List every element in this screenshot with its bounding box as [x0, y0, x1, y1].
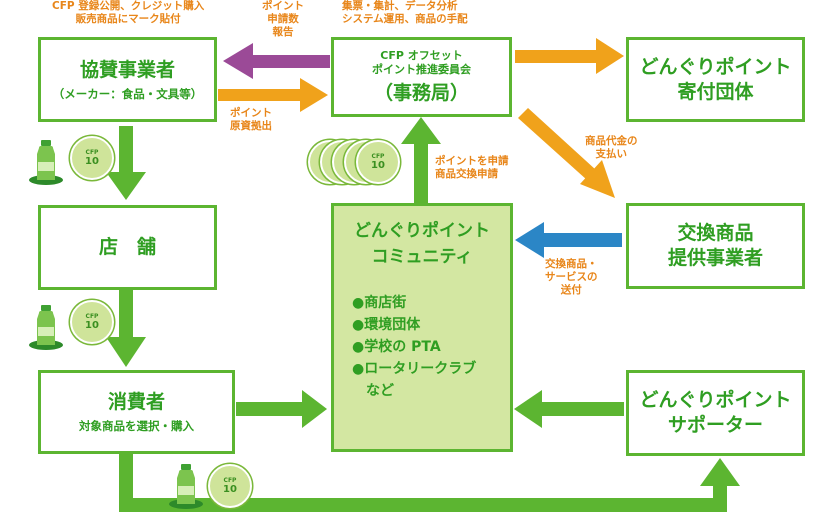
delivery-label: 交換商品・ サービスの 送付	[545, 258, 598, 297]
committee-line3: （事務局）	[373, 81, 469, 104]
store-title: 店 舗	[98, 236, 156, 258]
donation-arrow	[515, 38, 624, 74]
consumer-community-arrow	[236, 390, 327, 428]
donation-line1: どんぐりポイント	[639, 55, 792, 78]
committee-line2: ポイント推進委員会	[372, 62, 471, 76]
bottle-icon	[29, 305, 63, 350]
exchange-box: 交換商品 提供事業者	[626, 203, 805, 289]
report-label-line3: 報告	[272, 26, 294, 38]
consumer-box: 消費者 対象商品を選択・購入	[38, 370, 235, 454]
top-left-label: CFP 登録公開、クレジット購入 販売商品にマーク貼付	[52, 0, 204, 26]
point-badge-icon: CFP 10	[356, 140, 400, 184]
fund-label: ポイント 原資拠出	[230, 107, 272, 133]
apply-label-line1: ポイントを申請	[435, 155, 509, 167]
store-box: 店 舗	[38, 205, 217, 290]
badge-cfp: CFP	[85, 149, 99, 156]
report-label: ポイント 申請数 報告	[262, 0, 304, 39]
supporter-line1: どんぐりポイント	[639, 389, 792, 411]
fund-label-line2: 原資拠出	[230, 120, 272, 132]
top-mid-label: 集票・集計、データ分析 システム運用、商品の手配	[342, 0, 468, 26]
top-mid-label-line2: システム運用、商品の手配	[342, 13, 468, 25]
report-arrow	[223, 43, 330, 79]
community-item: ●環境団体	[352, 317, 421, 333]
point-badge-icon: CFP 10	[70, 300, 114, 344]
payment-label-line2: 支払い	[595, 148, 628, 160]
badge-num: 10	[85, 156, 99, 167]
badge-num: 10	[371, 160, 385, 171]
top-left-label-line2: 販売商品にマーク貼付	[75, 13, 181, 25]
apply-label: ポイントを申請 商品交換申請	[435, 155, 509, 181]
committee-box: CFP オフセット ポイント推進委員会 （事務局）	[331, 37, 512, 117]
report-label-line2: 申請数	[267, 13, 299, 25]
payment-label-line1: 商品代金の	[585, 135, 638, 147]
apply-label-line2: 商品交換申請	[435, 168, 498, 180]
fund-label-line1: ポイント	[230, 107, 272, 119]
consumer-subtitle: 対象商品を選択・購入	[79, 419, 194, 433]
sponsor-title: 協賛事業者	[79, 58, 175, 81]
badge-num: 10	[223, 484, 237, 495]
consumer-supporter-arrow	[119, 454, 740, 512]
badge-num: 10	[85, 320, 99, 331]
report-label-line1: ポイント	[262, 0, 304, 12]
committee-line1: CFP オフセット	[380, 48, 463, 62]
community-item: ●商店街	[352, 295, 407, 311]
supporter-line2: サポーター	[667, 414, 763, 436]
sponsor-subtitle: （メーカー：食品・文具等）	[52, 86, 203, 101]
payment-label: 商品代金の 支払い	[585, 135, 638, 161]
apply-arrow	[401, 117, 441, 204]
community-title-line2: コミュニティ	[371, 247, 473, 267]
payment-arrow	[518, 108, 615, 198]
community-title-line1: どんぐりポイント	[354, 221, 490, 241]
point-badge-icon: CFP 10	[208, 464, 252, 508]
badge-cfp: CFP	[223, 477, 237, 484]
sponsor-store-arrow	[106, 126, 146, 200]
badge-cfp: CFP	[85, 313, 99, 320]
exchange-line2: 提供事業者	[667, 247, 763, 269]
delivery-label-line3: 送付	[560, 284, 582, 296]
supporter-box: どんぐりポイント サポーター	[626, 370, 805, 456]
community-item: ●学校の PTA	[352, 339, 441, 355]
fund-arrow	[218, 78, 328, 112]
exchange-line1: 交換商品	[677, 222, 754, 244]
delivery-arrow	[515, 222, 622, 258]
top-mid-label-line1: 集票・集計、データ分析	[342, 0, 458, 12]
community-item: など	[352, 383, 394, 399]
community-list: ●商店街 ●環境団体 ●学校の PTA ●ロータリークラブ など	[352, 292, 476, 402]
bottle-icon	[169, 464, 203, 509]
delivery-label-line1: 交換商品・	[545, 258, 598, 270]
badge-cfp: CFP	[371, 153, 385, 160]
bottle-icon	[29, 140, 63, 185]
top-left-label-line1: CFP 登録公開、クレジット購入	[52, 0, 205, 12]
supporter-community-arrow	[514, 390, 624, 428]
store-consumer-arrow	[106, 290, 146, 367]
consumer-title: 消費者	[107, 391, 165, 413]
delivery-label-line2: サービスの	[545, 271, 598, 283]
donation-line2: 寄付団体	[677, 80, 754, 103]
community-item: ●ロータリークラブ	[352, 361, 477, 377]
community-box: どんぐりポイント コミュニティ ●商店街 ●環境団体 ●学校の PTA ●ロータ…	[331, 203, 513, 452]
point-badge-icon: CFP 10	[70, 136, 114, 180]
sponsor-box: 協賛事業者 （メーカー：食品・文具等）	[38, 37, 217, 122]
donation-box: どんぐりポイント 寄付団体	[626, 37, 805, 122]
